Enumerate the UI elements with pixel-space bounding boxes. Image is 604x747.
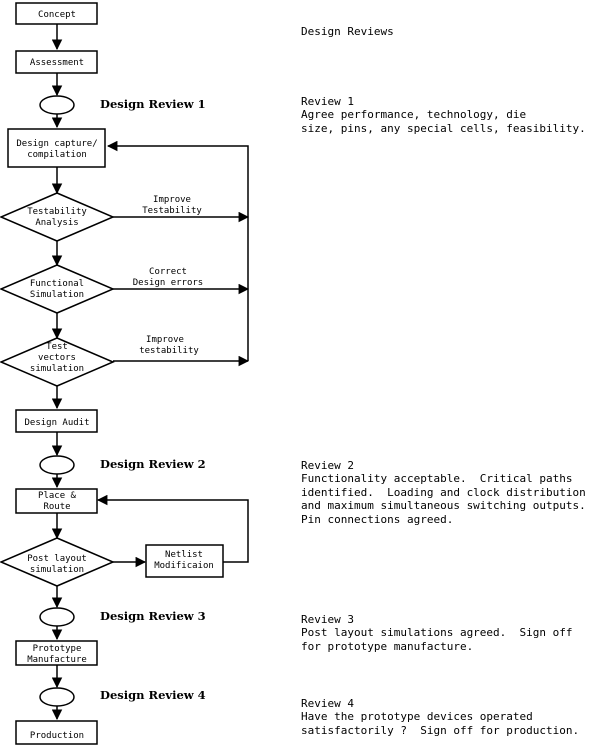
design-capture-label: Design capture/ xyxy=(16,139,97,149)
functional-decision xyxy=(0,264,115,314)
functional-label: Functional xyxy=(30,279,84,289)
concept-box xyxy=(15,2,98,25)
review-2-milestone xyxy=(39,455,75,475)
assessment-box xyxy=(15,50,98,74)
prototype-box xyxy=(15,640,98,666)
production-label: Production xyxy=(30,731,84,741)
test-vectors-decision xyxy=(0,337,115,387)
review-4-notes: Review 4 Have the prototype devices oper… xyxy=(301,697,580,737)
feedback-line xyxy=(106,140,249,361)
improve-testability-label: testability xyxy=(139,346,199,356)
notes-heading: Design Reviews xyxy=(301,25,394,38)
design-audit-box xyxy=(15,409,98,433)
correct-errors-label: Design errors xyxy=(133,278,203,288)
test-vectors-label: Test xyxy=(46,342,68,352)
design-capture-label: compilation xyxy=(27,150,87,160)
improve-testability-label: Improve xyxy=(146,335,184,345)
feedback-line xyxy=(96,494,249,563)
prototype-label: Prototype xyxy=(33,644,82,654)
improve-testability-label: Testability xyxy=(142,206,202,216)
design-capture-box xyxy=(7,128,106,168)
post-layout-decision xyxy=(0,537,115,587)
place-route-box xyxy=(15,488,98,514)
testability-label: Analysis xyxy=(35,218,78,228)
concept-label: Concept xyxy=(38,10,76,20)
place-route-label: Place & xyxy=(38,491,77,501)
netlist-label: Modificaion xyxy=(154,561,214,571)
production-box xyxy=(15,720,98,745)
netlist-label: Netlist xyxy=(165,550,203,560)
review-4-milestone xyxy=(39,687,75,707)
review-3-milestone xyxy=(39,607,75,627)
functional-label: Simulation xyxy=(30,290,84,300)
post-layout-label: simulation xyxy=(30,565,84,575)
review-3-notes: Review 3 Post layout simulations agreed.… xyxy=(301,613,573,653)
design-review-4-label: Design Review 4 xyxy=(100,688,206,702)
review-1-notes: Review 1 Agree performance, technology, … xyxy=(301,95,586,135)
correct-errors-label: Correct xyxy=(149,267,187,277)
review-2-notes: Review 2 Functionality acceptable. Criti… xyxy=(301,459,586,526)
design-review-3-label: Design Review 3 xyxy=(100,609,206,623)
post-layout-label: Post layout xyxy=(27,554,87,564)
testability-decision xyxy=(0,192,115,242)
design-review-2-label: Design Review 2 xyxy=(100,457,206,471)
review-1-milestone xyxy=(39,95,75,115)
improve-testability-label: Improve xyxy=(153,195,191,205)
netlist-box xyxy=(145,544,224,578)
design-audit-label: Design Audit xyxy=(24,418,89,428)
place-route-label: Route xyxy=(43,502,70,512)
review-notes: Design Reviews Review 1 Agree performanc… xyxy=(301,25,604,737)
testability-label: Testability xyxy=(27,207,87,217)
test-vectors-label: vectors xyxy=(38,353,76,363)
design-review-1-label: Design Review 1 xyxy=(100,97,206,111)
assessment-label: Assessment xyxy=(30,58,84,68)
prototype-label: Manufacture xyxy=(27,655,87,665)
test-vectors-label: simulation xyxy=(30,364,84,374)
